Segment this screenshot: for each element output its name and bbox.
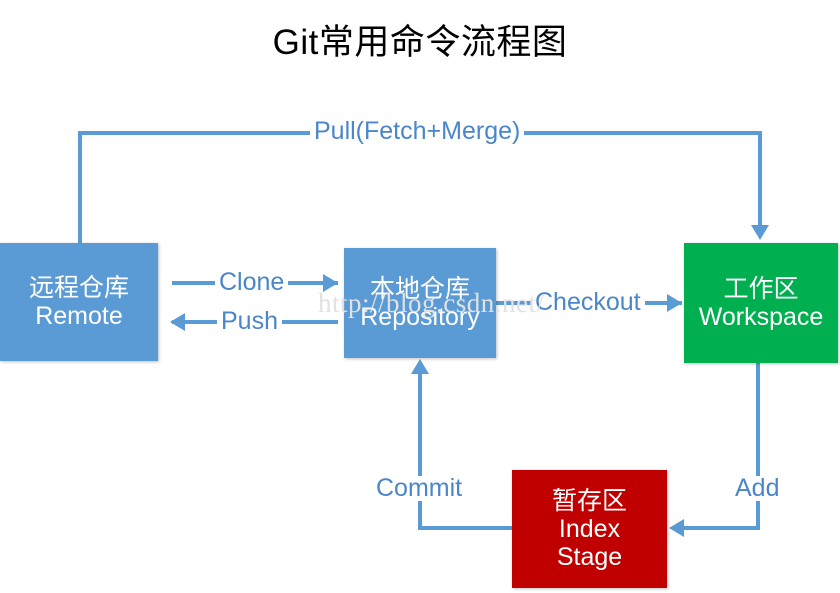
push-arrowhead-icon [170, 313, 185, 331]
edge-label-add: Add [731, 476, 784, 501]
pull-edge-segment-vertical-left [78, 133, 82, 245]
commit-edge-segment-horizontal [418, 526, 514, 530]
node-repository[interactable]: 本地仓库 Repository [344, 248, 496, 358]
node-index-label-en: Index [558, 514, 621, 543]
add-edge-segment-horizontal [684, 526, 758, 530]
node-workspace-label-en: Workspace [698, 303, 824, 331]
pull-arrowhead-icon [751, 225, 769, 240]
node-workspace[interactable]: 工作区 Workspace [684, 243, 838, 363]
edge-label-push: Push [217, 309, 282, 334]
edge-label-pull: Pull(Fetch+Merge) [310, 119, 525, 144]
clone-arrowhead-icon [323, 274, 338, 292]
node-remote-label-cn: 远程仓库 [28, 273, 129, 302]
edge-label-checkout: Checkout [531, 290, 645, 315]
pull-edge-segment-vertical-right [758, 131, 762, 225]
node-repository-label-cn: 本地仓库 [369, 274, 470, 303]
commit-arrowhead-icon [411, 359, 429, 374]
add-edge-segment-vertical [756, 363, 760, 530]
node-workspace-label-cn: 工作区 [723, 274, 799, 303]
node-remote-label-en: Remote [35, 302, 123, 330]
commit-edge-segment-vertical [418, 373, 422, 528]
node-remote[interactable]: 远程仓库 Remote [0, 243, 158, 361]
edge-label-clone: Clone [215, 270, 289, 295]
edge-label-commit: Commit [372, 476, 467, 501]
checkout-arrowhead-icon [667, 294, 682, 312]
node-repository-label-en: Repository [360, 303, 480, 331]
node-index[interactable]: 暂存区 Index Stage [512, 470, 667, 588]
add-arrowhead-icon [669, 519, 684, 537]
node-index-label-cn: 暂存区 [551, 486, 627, 515]
node-index-label-en2: Stage [556, 543, 623, 572]
page-title: Git常用命令流程图 [272, 23, 568, 62]
